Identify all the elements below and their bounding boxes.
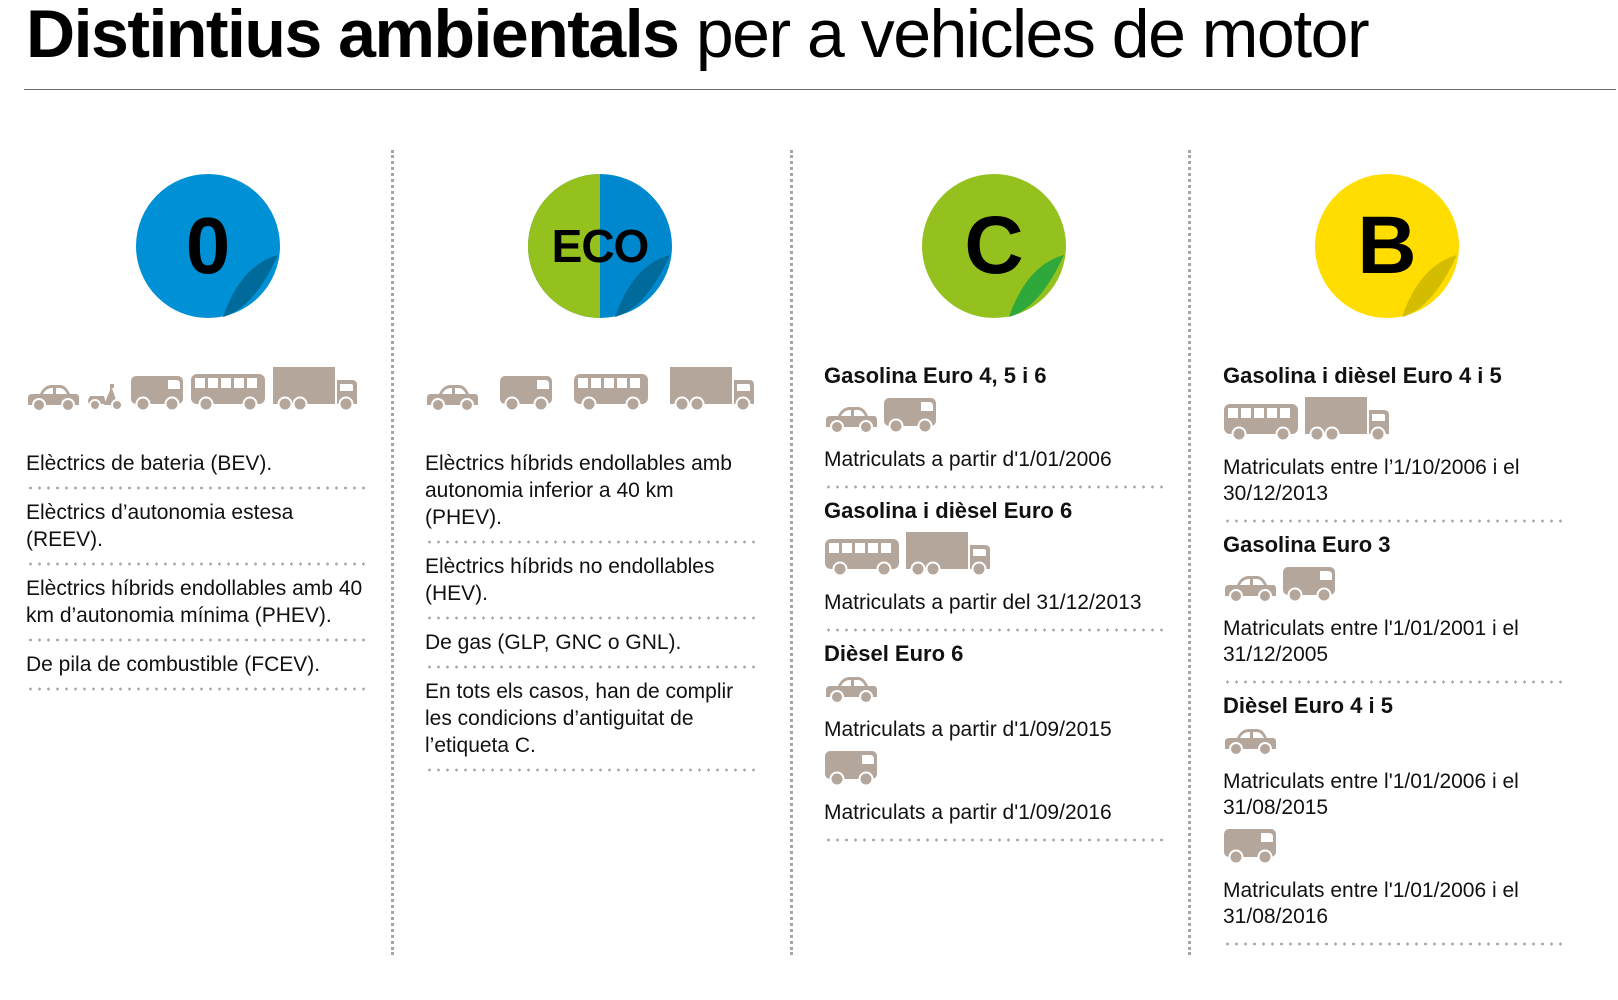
title-light: per a vehicles de motor [678, 0, 1370, 72]
sticker-icon [136, 174, 280, 318]
vehicle-icons [26, 366, 358, 423]
title-divider [24, 89, 1616, 90]
truck-icon [669, 366, 755, 423]
list-item: En tots els casos, han de complir les co… [425, 672, 755, 772]
list-item: Elèctrics d’autonomia estesa (REEV). [26, 493, 371, 566]
badge-eco-list: Elèctrics híbrids endollables amb autono… [425, 444, 755, 775]
vehicle-icons [1223, 827, 1568, 876]
car-icon [425, 382, 479, 423]
van-icon [824, 749, 878, 798]
scooter-icon [86, 382, 124, 423]
list-item: De pila de combustible (FCEV). [26, 645, 371, 691]
criteria-group: Dièsel Euro 4 i 5 Matriculats entre l'1/0… [1223, 692, 1568, 946]
badge-zero-list: Elèctrics de bateria (BEV).Elèctrics d’a… [26, 444, 371, 694]
van-icon [1282, 565, 1336, 614]
badge-b-list: Gasolina i dièsel Euro 4 i 5 Matriculats … [1223, 362, 1568, 954]
page-title: Distintius ambientals per a vehicles de … [26, 0, 1370, 74]
criteria-group: Gasolina i dièsel Euro 6 Matriculats a pa… [824, 497, 1169, 632]
criteria-group: Gasolina Euro 3 Matriculats entre l'1/01/… [1223, 531, 1568, 684]
title-bold: Distintius ambientals [26, 0, 680, 72]
car-icon [824, 674, 878, 715]
criteria-group: Gasolina Euro 4, 5 i 6 Matriculats a part… [824, 362, 1169, 489]
sticker-icon [922, 174, 1066, 318]
bus-icon [1223, 402, 1299, 453]
bus-icon [573, 372, 649, 423]
van-icon [883, 396, 937, 445]
vehicle-icons [824, 749, 1169, 798]
badge-label: C [964, 200, 1024, 291]
car-icon [824, 404, 878, 445]
badge-label: 0 [185, 201, 231, 290]
list-item: Elèctrics híbrids no endollables (HEV). [425, 547, 755, 620]
registration-date: Matriculats a partir d'1/09/2015 [824, 718, 1112, 741]
criteria-group: Dièsel Euro 6 Matriculats a partir d'1/09… [824, 640, 1169, 842]
truck-icon [272, 366, 358, 423]
car-icon [26, 382, 80, 423]
car-icon [1223, 726, 1277, 767]
badge-b: B [1314, 173, 1460, 319]
vehicle-icons [1223, 726, 1568, 767]
group-title: Gasolina i dièsel Euro 6 [824, 498, 1073, 523]
group-title: Gasolina Euro 3 [1223, 532, 1391, 557]
bus-icon [824, 537, 900, 588]
sticker-icon [1315, 174, 1459, 318]
vehicle-icons [1223, 396, 1568, 453]
group-title: Dièsel Euro 6 [824, 641, 964, 666]
vehicle-icons [824, 531, 1169, 588]
van-icon [499, 374, 553, 423]
registration-date: Matriculats entre l'1/01/2001 i el 31/12… [1223, 617, 1519, 666]
badge-label: ECO [551, 220, 650, 272]
bus-icon [190, 372, 266, 423]
vehicle-icons [824, 396, 1169, 445]
truck-icon [1304, 396, 1390, 453]
registration-date: Matriculats a partir d'1/01/2006 [824, 448, 1112, 471]
column-divider [391, 150, 394, 955]
list-item: Elèctrics híbrids endollables amb autono… [425, 444, 755, 544]
group-title: Gasolina Euro 4, 5 i 6 [824, 363, 1047, 388]
list-item: De gas (GLP, GNC o GNL). [425, 623, 755, 669]
sticker-icon [528, 174, 672, 318]
car-icon [1223, 573, 1277, 614]
group-title: Gasolina i dièsel Euro 4 i 5 [1223, 363, 1502, 388]
list-item: Elèctrics de bateria (BEV). [26, 444, 371, 490]
van-icon [130, 374, 184, 423]
badge-zero: 0 [135, 173, 281, 319]
badge-label: B [1357, 200, 1417, 291]
vehicle-icons [1223, 565, 1568, 614]
criteria-group: Gasolina i dièsel Euro 4 i 5 Matriculats … [1223, 362, 1568, 523]
list-item: Elèctrics híbrids endollables amb 40 km … [26, 569, 371, 642]
group-title: Dièsel Euro 4 i 5 [1223, 693, 1393, 718]
vehicle-icons [425, 366, 755, 423]
registration-date: Matriculats entre l’1/10/2006 i el 30/12… [1223, 456, 1520, 505]
column-divider [1188, 150, 1191, 955]
truck-icon [905, 531, 991, 588]
badge-c: C [921, 173, 1067, 319]
registration-date: Matriculats entre l'1/01/2006 i el 31/08… [1223, 770, 1519, 819]
column-divider [790, 150, 793, 955]
vehicle-icons [824, 674, 1169, 715]
registration-date: Matriculats entre l'1/01/2006 i el 31/08… [1223, 879, 1519, 928]
registration-date: Matriculats a partir del 31/12/2013 [824, 591, 1142, 614]
registration-date: Matriculats a partir d'1/09/2016 [824, 801, 1112, 824]
van-icon [1223, 827, 1277, 876]
badge-eco: ECO [527, 173, 673, 319]
badge-c-list: Gasolina Euro 4, 5 i 6 Matriculats a part… [824, 362, 1169, 850]
